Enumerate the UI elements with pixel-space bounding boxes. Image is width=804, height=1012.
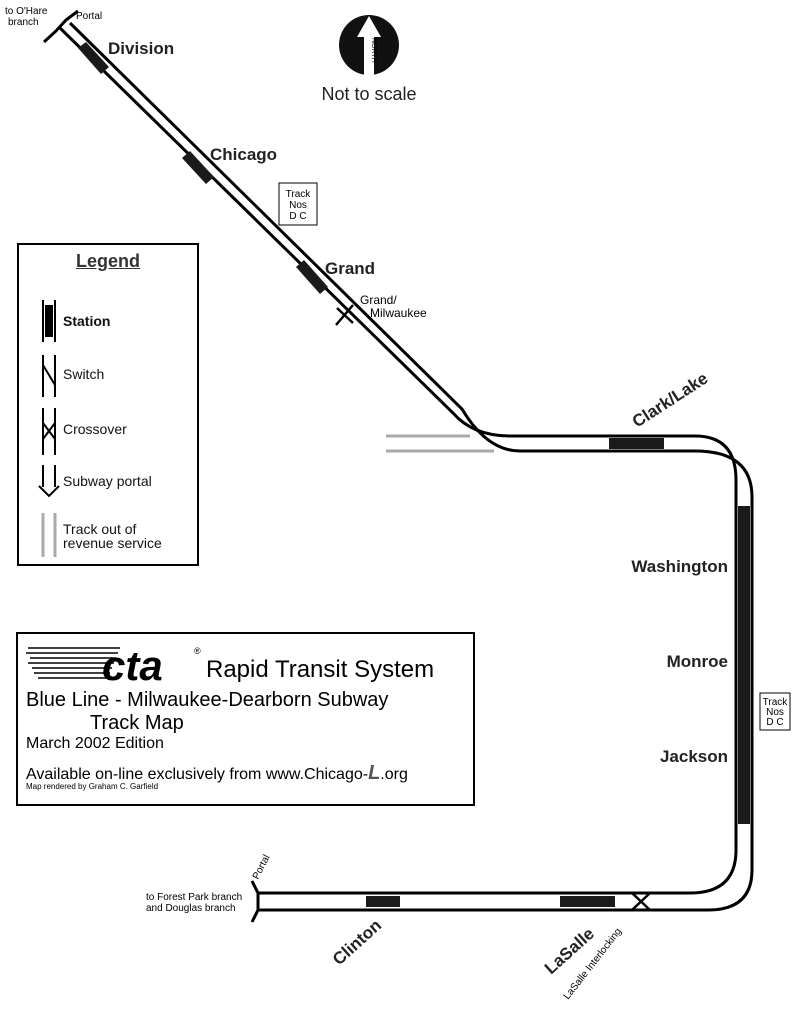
station-grand — [296, 260, 328, 294]
svg-text:®: ® — [194, 646, 201, 656]
line-name: Blue Line - Milwaukee-Dearborn Subway — [26, 689, 389, 711]
legend-station-label: Station — [63, 313, 111, 329]
label-clinton: Clinton — [329, 916, 385, 969]
label-to-forest-park-2: and Douglas branch — [146, 903, 236, 914]
station-clinton — [366, 896, 400, 907]
svg-text:cta: cta — [102, 642, 163, 687]
label-to-ohare-1: to O'Hare — [5, 6, 48, 17]
track-nos-box-1: Track Nos D C — [278, 182, 318, 226]
chicago-l-logo-icon: L — [368, 762, 381, 784]
legend-switch-label: Switch — [63, 366, 105, 382]
station-markers — [78, 42, 750, 907]
label-grand: Grand — [325, 259, 375, 278]
north-arrow-icon: NORTH — [339, 15, 399, 77]
credit: Map rendered by Graham C. Garfield — [26, 782, 159, 791]
legend-portal-label: Subway portal — [63, 473, 152, 489]
svg-text:Track: Track — [763, 697, 789, 708]
legend-out-of-service-label-1: Track out of — [63, 521, 137, 537]
svg-text:Nos: Nos — [766, 707, 784, 718]
edition: March 2002 Edition — [26, 735, 164, 752]
legend-title: Legend — [75, 251, 140, 271]
portal-top — [42, 9, 79, 44]
label-monroe: Monroe — [667, 652, 728, 671]
svg-text:D C: D C — [766, 717, 783, 728]
portal-bottom — [250, 880, 260, 923]
station-washington-monroe-jackson — [738, 506, 750, 824]
legend-symbols — [38, 300, 60, 557]
label-portal-top: Portal — [76, 11, 102, 22]
north-arrow-text: NORTH — [370, 38, 377, 63]
legend-station-icon — [42, 300, 56, 342]
label-to-forest-park-1: to Forest Park branch — [146, 892, 242, 903]
label-chicago: Chicago — [210, 145, 277, 164]
svg-text:D C: D C — [289, 211, 306, 222]
label-grand-milwaukee-1: Grand/ — [360, 293, 397, 307]
station-division — [78, 42, 109, 74]
label-grand-milwaukee-2: Milwaukee — [370, 306, 427, 320]
crossovers — [335, 304, 651, 911]
legend-switch-icon — [42, 355, 56, 397]
availability-note: Available on-line exclusively from www.C… — [26, 762, 408, 784]
out-of-service-tracks — [386, 434, 494, 453]
track-nos-box-2: Track Nos D C — [759, 692, 791, 731]
legend-portal-icon — [38, 465, 60, 498]
main-tracks — [58, 21, 754, 912]
cta-logo: cta ® — [26, 642, 201, 687]
title-block: cta ® Rapid Transit System Blue Line - M… — [16, 632, 475, 806]
legend-crossover-icon — [42, 408, 56, 455]
track-c — [68, 21, 754, 912]
legend-out-of-service-label-2: revenue service — [63, 535, 162, 551]
label-washington: Washington — [631, 557, 728, 576]
legend-panel: Legend Station Switch Crossover Subway p… — [17, 243, 199, 566]
label-jackson: Jackson — [660, 747, 728, 766]
label-clark-lake: Clark/Lake — [629, 369, 711, 432]
svg-text:Nos: Nos — [289, 200, 307, 211]
station-lasalle — [560, 896, 615, 907]
svg-text:Track: Track — [286, 189, 312, 200]
system-title: Rapid Transit System — [206, 656, 435, 683]
map-type: Track Map — [90, 712, 184, 734]
scale-note: Not to scale — [321, 84, 416, 104]
label-division: Division — [108, 39, 174, 58]
label-portal-bottom: Portal — [251, 853, 273, 881]
legend-out-of-service-icon — [41, 513, 57, 557]
station-chicago — [182, 151, 214, 184]
station-clark-lake — [609, 438, 664, 449]
label-to-ohare-2: branch — [8, 17, 39, 28]
legend-crossover-label: Crossover — [63, 421, 127, 437]
